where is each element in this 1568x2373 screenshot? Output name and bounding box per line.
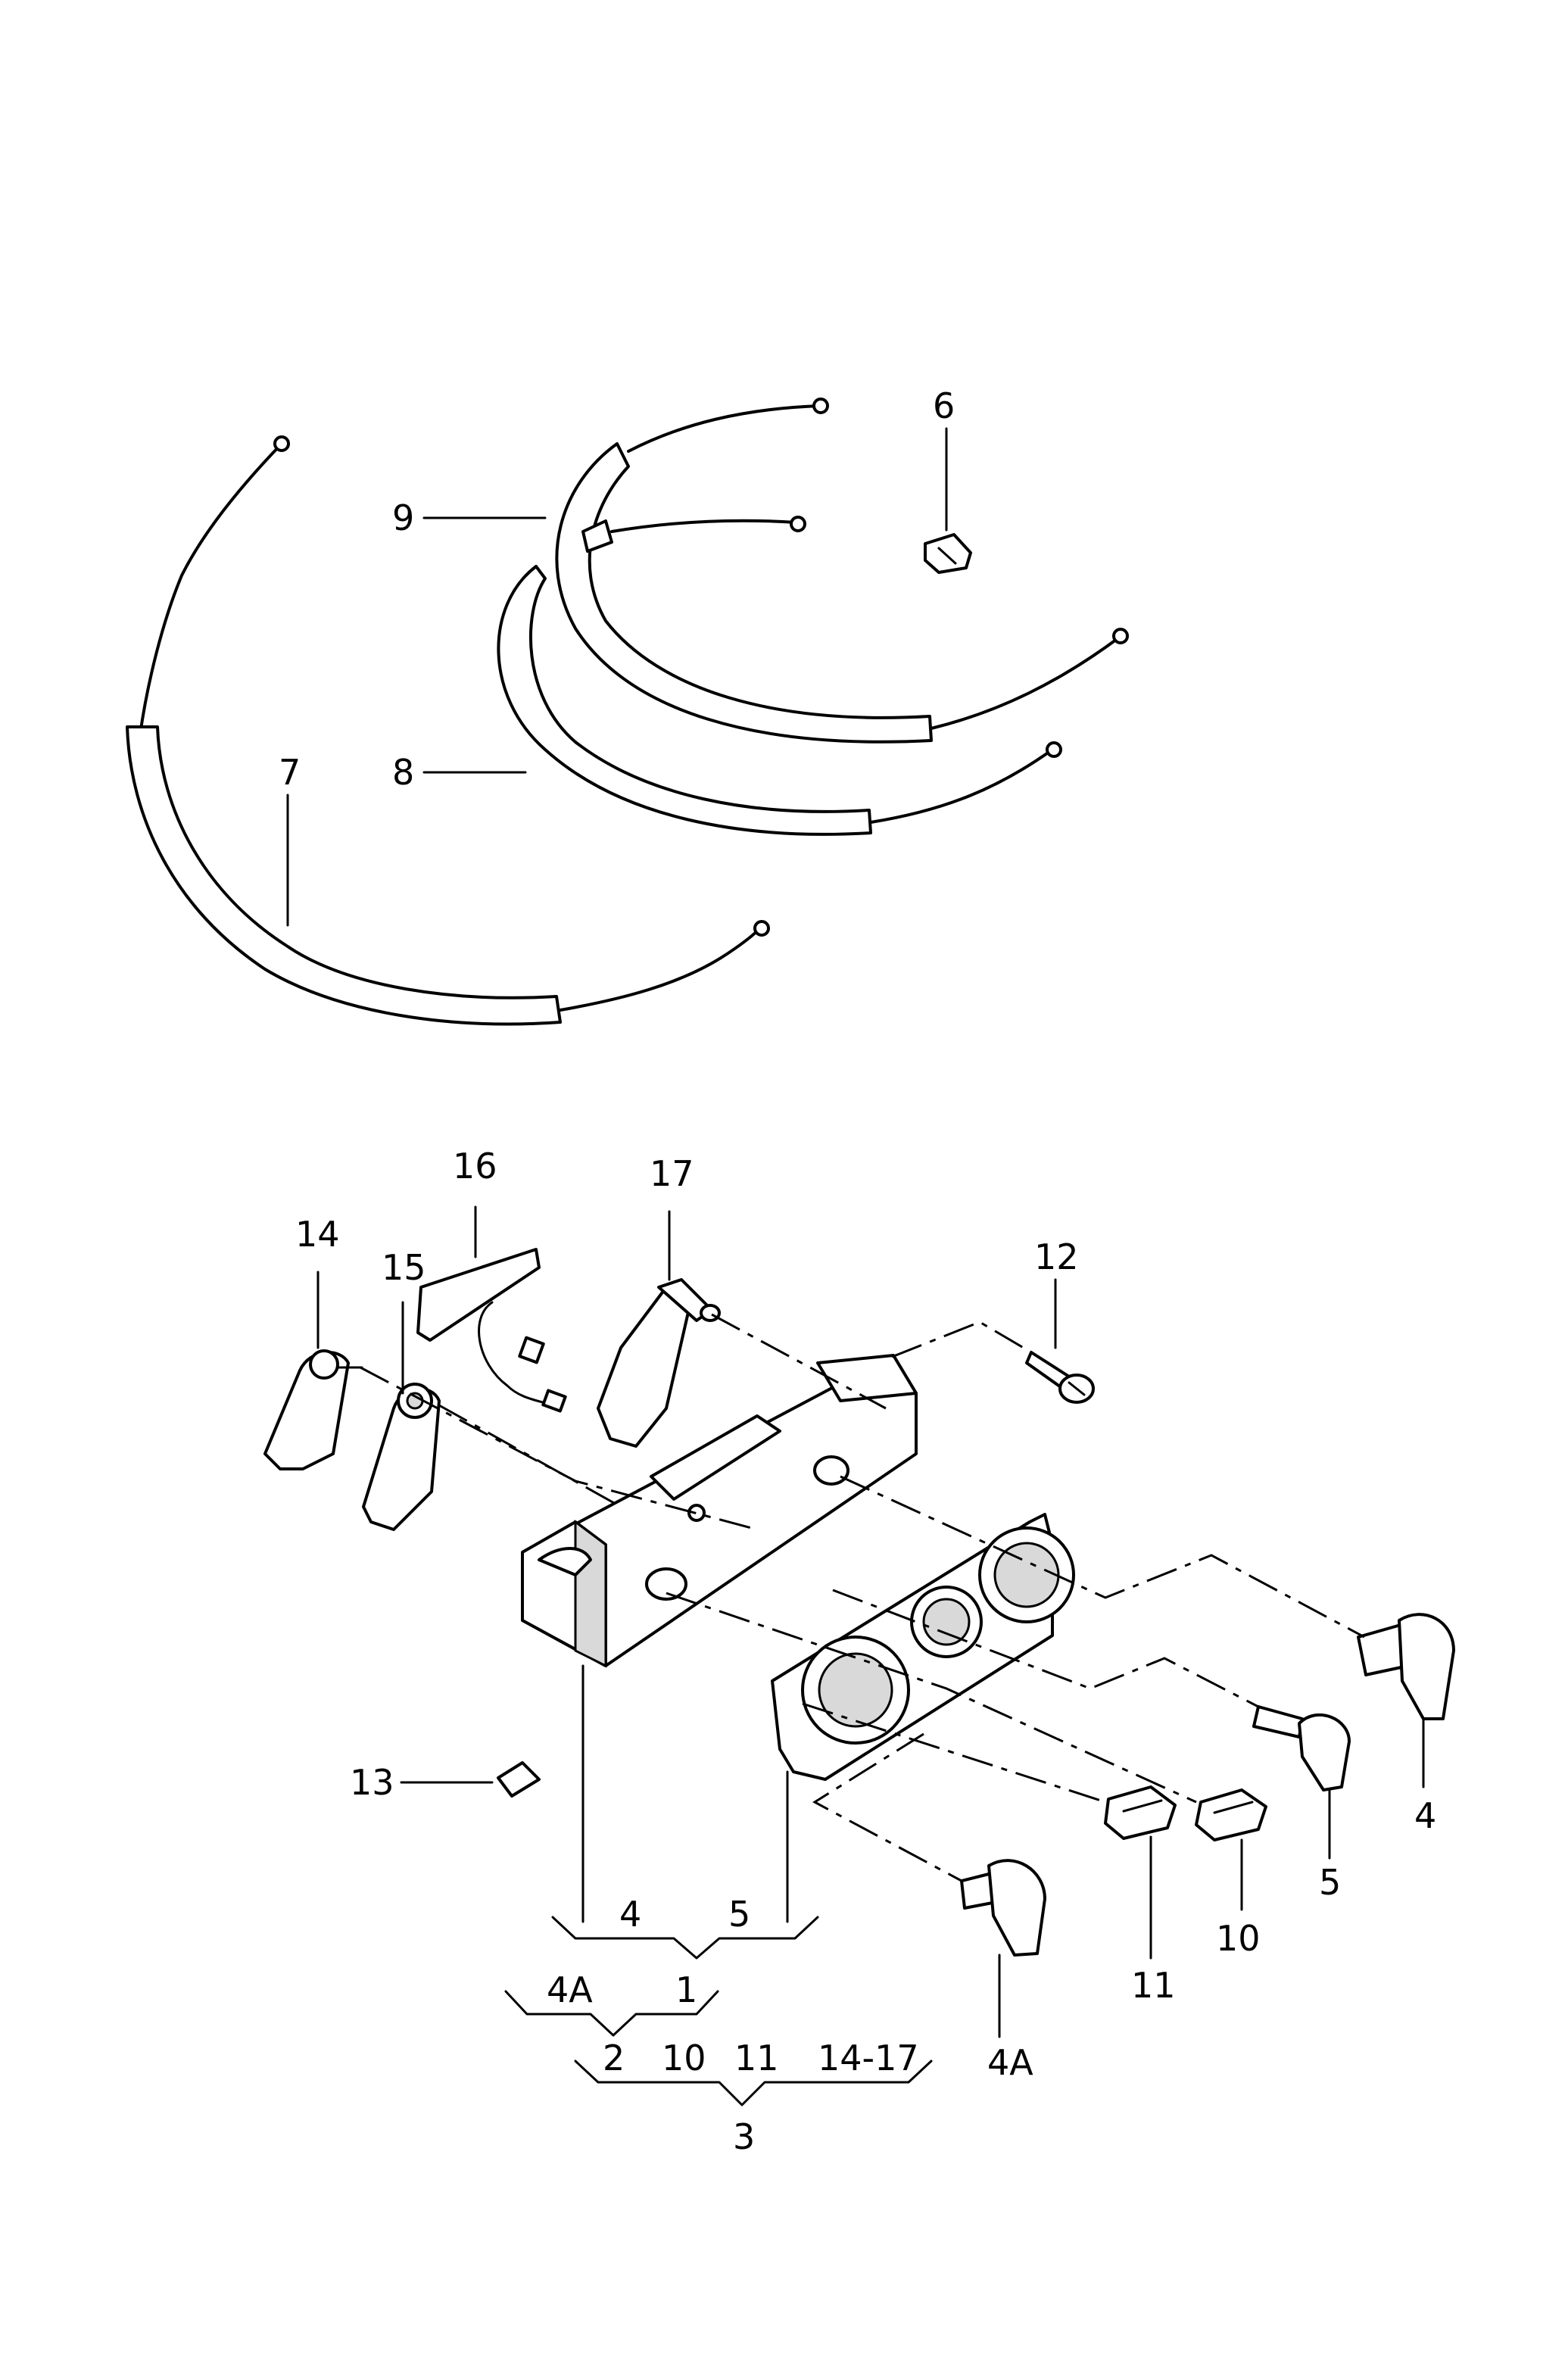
switch-part-11 xyxy=(1104,1785,1177,1840)
callout-6: 6 xyxy=(933,385,955,426)
alignment-lines xyxy=(360,1313,1365,1882)
knob-part-4 xyxy=(1357,1613,1455,1720)
callout-12: 12 xyxy=(1034,1236,1079,1277)
group3-result: 3 xyxy=(733,2116,755,2157)
cable-9 xyxy=(555,398,1129,744)
group3-item-14-17: 14-17 xyxy=(818,2038,919,2078)
group3-item-11: 11 xyxy=(734,2038,779,2078)
callout-5-knob: 5 xyxy=(1319,1862,1341,1903)
callout-4-knob: 4 xyxy=(1414,1795,1436,1836)
knob-part-4A xyxy=(960,1859,1046,1957)
callout-8: 8 xyxy=(392,752,414,793)
group1-item-5: 5 xyxy=(728,1894,750,1935)
callout-17: 17 xyxy=(650,1153,694,1194)
leaders-upper xyxy=(286,427,948,927)
callout-13: 13 xyxy=(350,1762,394,1803)
callout-10: 10 xyxy=(1216,1918,1261,1959)
knob-part-5 xyxy=(1252,1705,1351,1791)
lever-part-14 xyxy=(263,1349,363,1470)
cable-8 xyxy=(497,565,1062,836)
group1-result: 1 xyxy=(675,1969,697,2010)
clip-part-6 xyxy=(924,533,972,574)
group2-item-4A: 4A xyxy=(547,1969,593,2010)
lever-part-15 xyxy=(362,1383,441,1531)
group3-item-10: 10 xyxy=(662,2038,706,2078)
callout-11: 11 xyxy=(1131,1965,1176,2006)
control-housing xyxy=(521,1354,918,1668)
switch-part-10 xyxy=(1195,1788,1267,1841)
group1-item-4: 4 xyxy=(619,1894,641,1935)
wiring-bracket-16 xyxy=(416,1248,567,1413)
callout-16: 16 xyxy=(453,1146,497,1186)
leaders-lower xyxy=(316,1205,1425,2038)
pad-part-13 xyxy=(497,1761,541,1798)
callout-labels: 6 9 7 8 16 17 14 15 12 13 4 5 4A 10 11 4… xyxy=(279,385,1436,2157)
group2-result: 2 xyxy=(603,2038,625,2078)
actuator-part-17 xyxy=(597,1278,721,1448)
callout-9: 9 xyxy=(392,497,414,538)
front-bezel xyxy=(771,1513,1075,1781)
screw-part-12 xyxy=(1025,1351,1095,1404)
callout-7: 7 xyxy=(279,752,301,793)
cable-9-secondary xyxy=(581,516,806,553)
assembly-brackets xyxy=(504,1916,933,2106)
callout-4A-knob: 4A xyxy=(987,2042,1033,2083)
cable-7 xyxy=(126,435,770,1026)
callout-14: 14 xyxy=(295,1214,340,1255)
callout-15: 15 xyxy=(382,1247,426,1288)
